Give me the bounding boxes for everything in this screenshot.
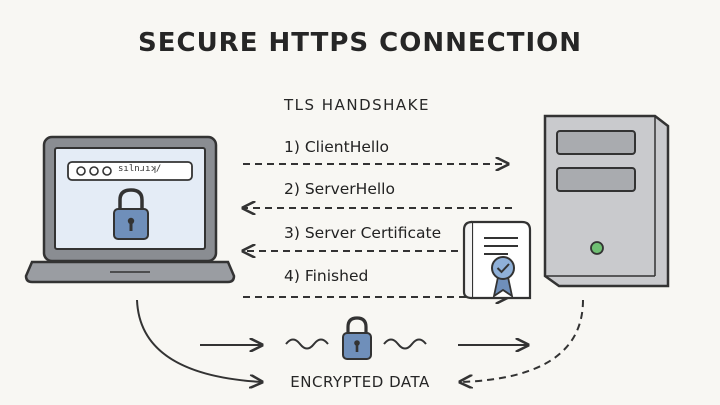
handshake-arrows (243, 164, 512, 297)
laptop-padlock-icon (113, 188, 149, 240)
server-tower-icon (543, 114, 670, 288)
step-client-hello: 1) ClientHello (284, 138, 389, 156)
curve-server-to-data (460, 299, 584, 382)
certificate-icon (462, 220, 532, 300)
encrypted-data-label: ENCRYPTED DATA (290, 373, 430, 391)
wave-right (383, 338, 427, 350)
step-finished: 4) Finished (284, 267, 369, 285)
encrypted-flow (136, 299, 584, 382)
curve-laptop-to-data (136, 299, 262, 382)
step-server-hello: 2) ServerHello (284, 180, 395, 198)
step-server-certificate: 3) Server Certificate (284, 224, 442, 242)
browser-address-bar (67, 161, 193, 181)
page-title: SECURE HTTPS CONNECTION (138, 28, 582, 58)
wave-left (285, 338, 329, 350)
browser-url-text: sılnɹıʞ/ (118, 164, 162, 174)
encrypted-padlock-icon (342, 316, 372, 360)
handshake-heading: TLS HANDSHAKE (284, 96, 430, 114)
